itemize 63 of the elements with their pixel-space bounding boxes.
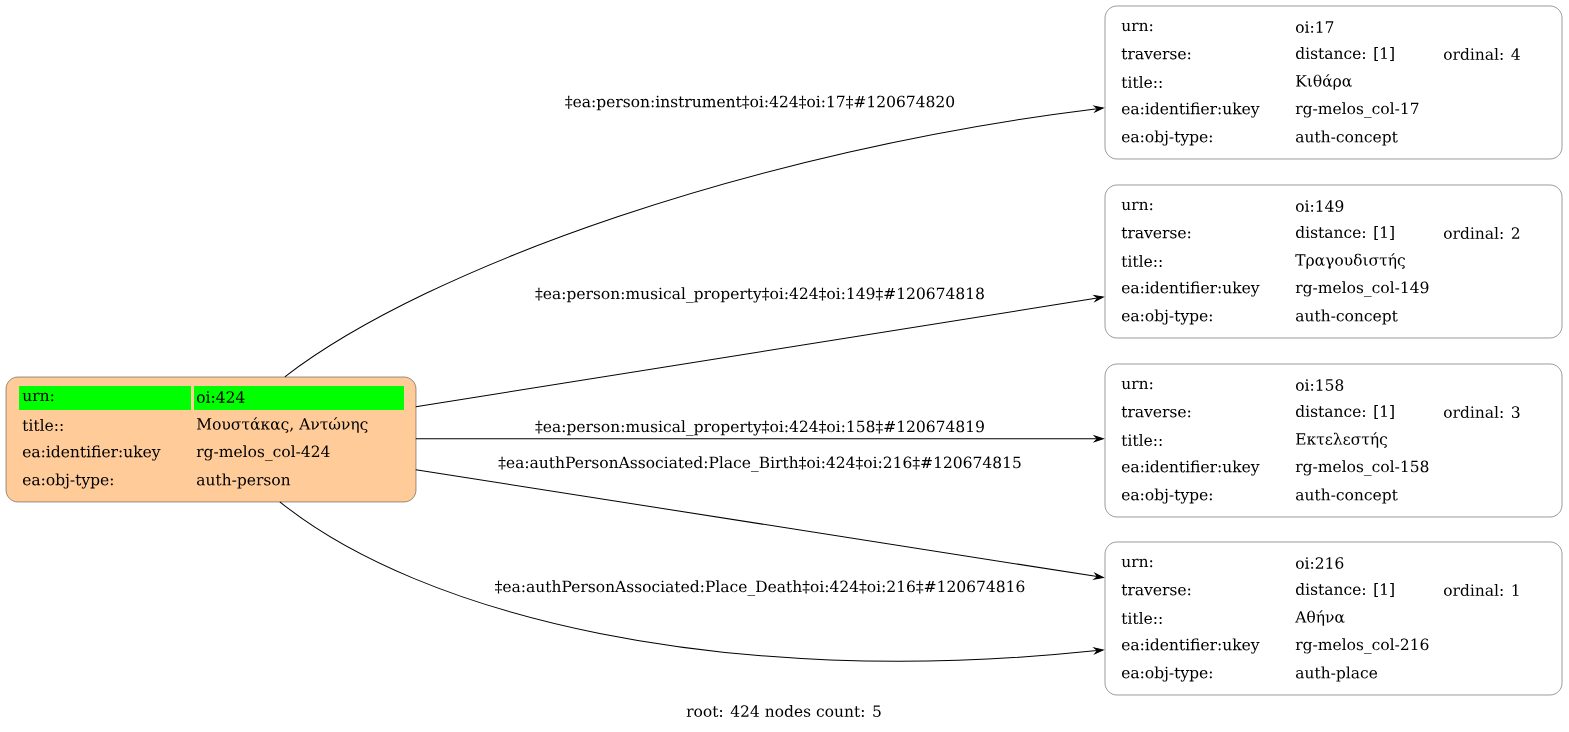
table-cell: oi:149 — [1296, 200, 1344, 212]
table-cell: ea:identifier:ukey — [22, 445, 161, 461]
table-cell: auth-concept — [1296, 488, 1398, 504]
table-cell: Μουστάκας, Αντώνης — [196, 417, 368, 433]
arrow — [415, 435, 1104, 443]
table-cell: title:: — [1121, 255, 1162, 267]
table-cell: Εκτελεστής — [1296, 432, 1387, 448]
table-cell: traverse: — [1121, 48, 1191, 60]
table-cell: Κιθάρα — [1296, 74, 1352, 90]
table-cell: rg-melos_col-149 — [1295, 281, 1429, 297]
table-cell: ea:obj-type: — [1122, 666, 1212, 682]
edge-label: ‡ea:person:musical_property‡oi:424‡oi:158‡#120674819 — [535, 420, 985, 436]
table-cell: distance: [1] — [1296, 47, 1394, 61]
table-cell: urn: — [1121, 380, 1153, 390]
table-cell: ordinal: 2 — [1444, 227, 1520, 239]
table-cell: ea:obj-type: — [22, 473, 113, 489]
arrow — [284, 105, 1104, 378]
table-cell: ea:identifier:ukey — [1122, 102, 1260, 118]
table-cell: title:: — [1121, 76, 1162, 88]
table-cell: urn: — [1121, 201, 1153, 211]
table-cell: ordinal: 1 — [1444, 584, 1519, 596]
table-cell: distance: [1] — [1296, 226, 1394, 240]
table-cell: oi:158 — [1296, 379, 1344, 391]
arrow — [415, 469, 1104, 580]
table-cell: title:: — [1121, 434, 1162, 446]
table-cell: ea:obj-type: — [1122, 309, 1212, 325]
table-cell: ea:identifier:ukey — [1122, 460, 1260, 476]
table-cell: oi:216 — [1296, 557, 1344, 569]
table-cell: traverse: — [1121, 227, 1191, 239]
table-cell: traverse: — [1121, 584, 1191, 596]
edge-label: ‡ea:authPersonAssociated:Place_Death‡oi:424‡oi:216‡#120674816 — [494, 580, 1026, 596]
table-cell: urn: — [1121, 558, 1153, 568]
table-cell: title:: — [22, 419, 63, 431]
table-cell: auth-person — [196, 473, 291, 489]
table-cell: distance: [1] — [1296, 583, 1394, 597]
table-cell: distance: [1] — [1296, 405, 1394, 419]
table-cell: title:: — [1121, 612, 1162, 624]
edge-label: ‡ea:person:instrument‡oi:424‡oi:17‡#120674820 — [564, 95, 956, 111]
table-cell: ea:identifier:ukey — [1122, 281, 1260, 297]
table-cell: ea:identifier:ukey — [1122, 638, 1260, 654]
table-cell: oi:17 — [1296, 21, 1334, 33]
edge-label: ‡ea:authPersonAssociated:Place_Birth‡oi:424‡oi:216‡#120674815 — [498, 456, 1022, 472]
table-cell: Αθήνα — [1295, 610, 1345, 626]
table-cell: urn: — [19, 386, 191, 410]
caption: root: 424 nodes count: 5 — [686, 705, 881, 717]
arrow — [415, 295, 1104, 408]
table-cell: ea:obj-type: — [1122, 130, 1212, 146]
table-cell: ordinal: 4 — [1444, 48, 1520, 60]
table-cell: Τραγουδιστής — [1295, 253, 1405, 269]
table-cell: rg-melos_col-424 — [196, 445, 330, 461]
table-cell: auth-place — [1296, 666, 1378, 682]
table-cell: traverse: — [1121, 406, 1191, 418]
table-cell: rg-melos_col-17 — [1295, 102, 1419, 118]
table-cell: rg-melos_col-158 — [1295, 460, 1429, 476]
table-cell: urn: — [1121, 22, 1153, 32]
arrow — [279, 501, 1104, 662]
table-cell: ea:obj-type: — [1122, 488, 1212, 504]
table-cell: ordinal: 3 — [1444, 406, 1520, 418]
table-cell: auth-concept — [1296, 309, 1398, 325]
table-cell: rg-melos_col-216 — [1295, 638, 1429, 654]
edge-label: ‡ea:person:musical_property‡oi:424‡oi:149‡#120674818 — [535, 287, 985, 303]
table-cell: oi:424 — [194, 386, 404, 410]
table-cell: auth-concept — [1296, 130, 1398, 146]
